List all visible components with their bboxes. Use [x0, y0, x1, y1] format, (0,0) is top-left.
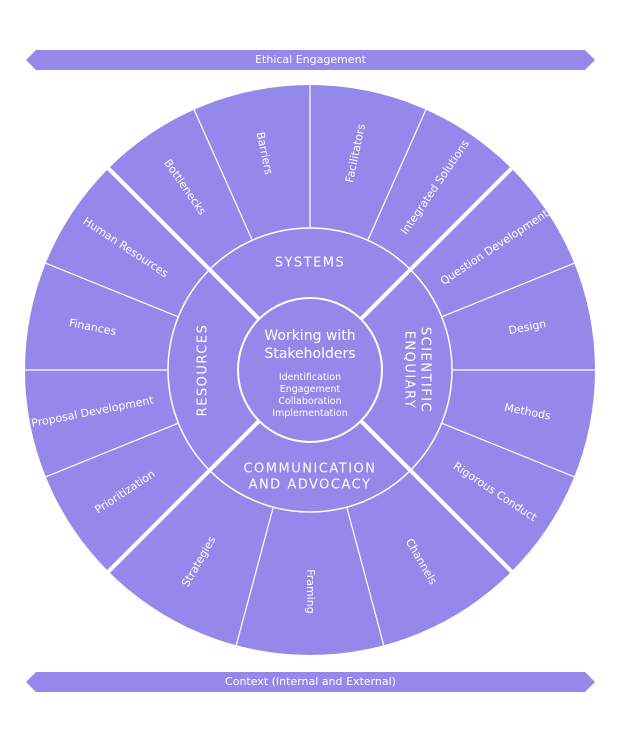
center-item-collaboration: Collaboration — [278, 396, 341, 407]
segment-divider — [346, 507, 385, 646]
center-item-implementation: Implementation — [272, 408, 347, 419]
quadrant-label-line: SCIENTIFIC — [418, 327, 433, 413]
segment-label-framing: Framing — [304, 569, 317, 614]
quadrant-label-line: COMMUNICATION — [243, 462, 376, 477]
center-title-line2: Stakeholders — [264, 346, 355, 362]
quadrant-label-line: AND ADVOCACY — [249, 478, 372, 493]
quadrant-label-resources: RESOURCES — [196, 324, 211, 417]
banner-shape — [26, 672, 595, 692]
quadrant-divider — [359, 419, 515, 575]
quadrant-label-line: RESOURCES — [196, 324, 211, 417]
segment-divider — [441, 422, 575, 478]
quadrant-label-line: ENQUIARY — [402, 331, 417, 410]
center-title-line1: Working with — [264, 328, 355, 344]
center-circle — [237, 297, 383, 443]
ethical-engagement-banner: Ethical Engagement — [0, 50, 621, 70]
segment-divider — [193, 109, 253, 241]
center-item-identification: Identification — [279, 372, 341, 383]
context-banner: Context (Internal and External) — [0, 672, 621, 692]
center-item-engagement: Engagement — [280, 384, 341, 395]
banner-shape — [26, 50, 595, 70]
segment-divider — [45, 422, 179, 478]
quadrant-divider — [105, 165, 261, 321]
quadrant-label-line: SYSTEMS — [275, 256, 346, 271]
quadrant-divider — [359, 165, 515, 321]
context-label: Context (Internal and External) — [225, 675, 396, 688]
segment-divider — [235, 507, 274, 646]
segment-divider — [441, 262, 575, 318]
segment-divider — [367, 109, 427, 241]
quadrant-divider — [105, 419, 261, 575]
ethical-engagement-label: Ethical Engagement — [255, 53, 366, 66]
segment-divider — [45, 262, 179, 318]
quadrant-label-systems: SYSTEMS — [275, 256, 346, 271]
